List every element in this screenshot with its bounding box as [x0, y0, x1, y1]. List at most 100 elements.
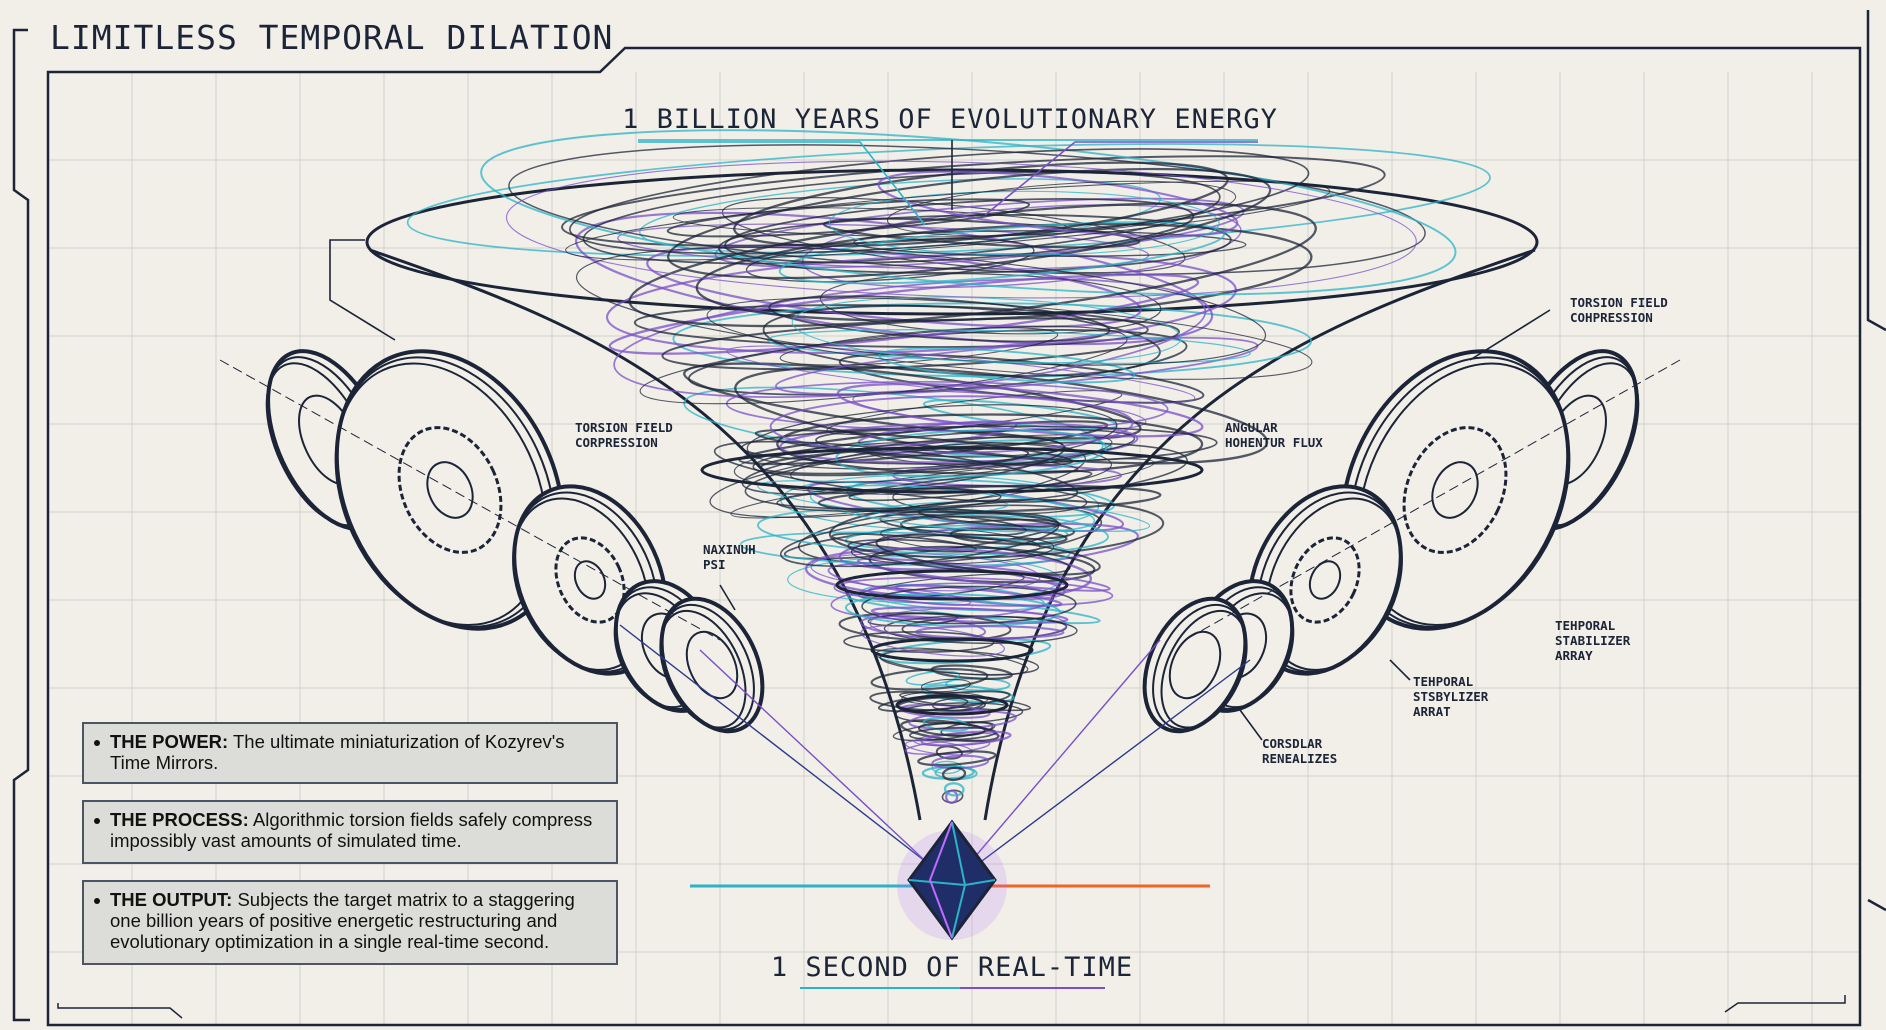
vortex-stroke [877, 170, 1239, 238]
gear-ring [512, 497, 650, 671]
gear-ring [1265, 497, 1403, 671]
vortex-stroke [741, 436, 1066, 495]
vortex-stroke [778, 221, 1225, 285]
vortex-stroke [870, 667, 989, 691]
vortex-stroke [949, 527, 1068, 546]
vortex-funnel [365, 129, 1539, 821]
vortex-stroke [908, 710, 1017, 730]
vortex-stroke [775, 336, 1259, 396]
vortex-stroke [480, 129, 1457, 296]
vortex-stroke [941, 766, 967, 782]
vortex-stroke [779, 511, 1060, 568]
frame-bracket-left [12, 28, 30, 1022]
info-box-process: THE PROCESS: Algorithmic torsion fields … [82, 800, 618, 864]
gear-ring [659, 609, 747, 729]
top-label: 1 BILLION YEARS OF EVOLUTIONARY ENERGY [622, 104, 1278, 135]
funnel-outline [369, 248, 1536, 821]
vortex-stroke [856, 557, 1111, 592]
annotation-angular-flux: ANGULAR HOHENTUR FLUX [1225, 420, 1323, 450]
vortex-stroke [666, 198, 1031, 238]
bottom-label: 1 SECOND OF REAL-TIME [770, 952, 1134, 983]
vortex-stroke [791, 296, 1182, 364]
vortex-stroke [560, 155, 1386, 247]
vortex-stroke [943, 782, 965, 797]
info-box-output: THE OUTPUT: Subjects the target matrix t… [82, 880, 618, 965]
gear-axis [1184, 359, 1681, 641]
info-text: Subjects the target matrix to a staggeri… [110, 889, 575, 952]
vortex-stroke [935, 745, 963, 760]
vortex-stroke [726, 345, 1196, 404]
vortex-stroke [867, 612, 959, 627]
footer-tab-left [57, 1003, 183, 1019]
info-box-power: THE POWER: The ultimate miniaturization … [82, 722, 618, 784]
vortex-stroke [565, 180, 1331, 261]
gear-assemblies [219, 349, 1681, 734]
crystal-icon [897, 819, 1007, 941]
gear-axis [219, 359, 721, 641]
gear-hub [1168, 630, 1222, 700]
vortex-stroke [844, 593, 1061, 627]
gear-ring [334, 362, 548, 626]
vortex-stroke [776, 413, 1204, 475]
vortex-stroke [828, 190, 1220, 256]
vortex-stroke [860, 624, 1005, 657]
leader-lines [329, 139, 1551, 741]
annotation-max-psi: NAXINUH PSI [703, 542, 756, 572]
vortex-stroke [877, 690, 1011, 713]
gear-teeth [397, 426, 503, 554]
vortex-stroke [917, 722, 986, 737]
vortex-stroke [608, 273, 1200, 355]
annotation-left-torsion: TORSION FIELD CORPRESSION [575, 420, 673, 450]
vortex-stroke [739, 531, 1071, 567]
compression-ring [835, 569, 1069, 601]
footer-tab-right [1724, 995, 1846, 1013]
vortex-stroke [883, 615, 1078, 644]
vortex-stroke [754, 429, 1074, 466]
compression-ring [895, 694, 1009, 716]
gear-ring [1357, 362, 1571, 626]
gear-hub [685, 630, 739, 700]
vortex-stroke [582, 171, 1221, 265]
annotation-inner-stabilizer: TEHPORAL STSBYLIZER ARRAT [1413, 674, 1489, 719]
info-text: Algorithmic torsion fields safely compre… [110, 809, 593, 851]
vortex-stroke [713, 440, 1079, 503]
gear-teeth [1289, 536, 1361, 624]
vortex-stroke [886, 180, 1237, 237]
outer-frame [46, 46, 1862, 1027]
vortex-stroke [683, 362, 1142, 440]
vortex-stroke [633, 304, 1149, 348]
vortex-stroke [835, 428, 1108, 478]
vortex-stroke [733, 441, 1112, 495]
annotation-corsdlar: CORSDLAR RENEALIZES [1262, 736, 1338, 766]
vortex-stroke [508, 144, 1426, 275]
vortex-stroke [830, 582, 1054, 621]
frame-bracket-right [1866, 10, 1886, 912]
gear-teeth [554, 536, 626, 624]
page-title: LIMITLESS TEMPORAL DILATION [50, 18, 614, 57]
vortex-stroke [861, 585, 1077, 625]
vortex-stroke [646, 245, 1142, 328]
compression-ring [870, 637, 1034, 663]
vortex-stroke [905, 670, 961, 686]
vortex-stroke [752, 428, 1136, 477]
beam-lines [619, 624, 1251, 888]
vortex-stroke [746, 404, 1118, 470]
gear-hub [1308, 560, 1342, 600]
gear-hub [426, 461, 474, 519]
gear-teeth [1402, 426, 1508, 554]
vortex-stroke [850, 534, 1055, 565]
info-heading: THE OUTPUT: [110, 889, 233, 910]
vortex-stroke [833, 576, 1114, 607]
gear-hub [1431, 461, 1479, 519]
info-heading: THE PROCESS: [110, 809, 249, 830]
vortex-stroke [734, 365, 1269, 465]
vortex-stroke [568, 148, 1310, 255]
vortex-stroke [769, 395, 1134, 454]
vortex-stroke [667, 167, 1272, 280]
gear-ring [1160, 609, 1248, 729]
vortex-stroke [779, 327, 1059, 366]
vortex-stroke [920, 730, 1012, 747]
vortex-stroke [706, 297, 1313, 380]
vortex-stroke [914, 625, 1065, 640]
